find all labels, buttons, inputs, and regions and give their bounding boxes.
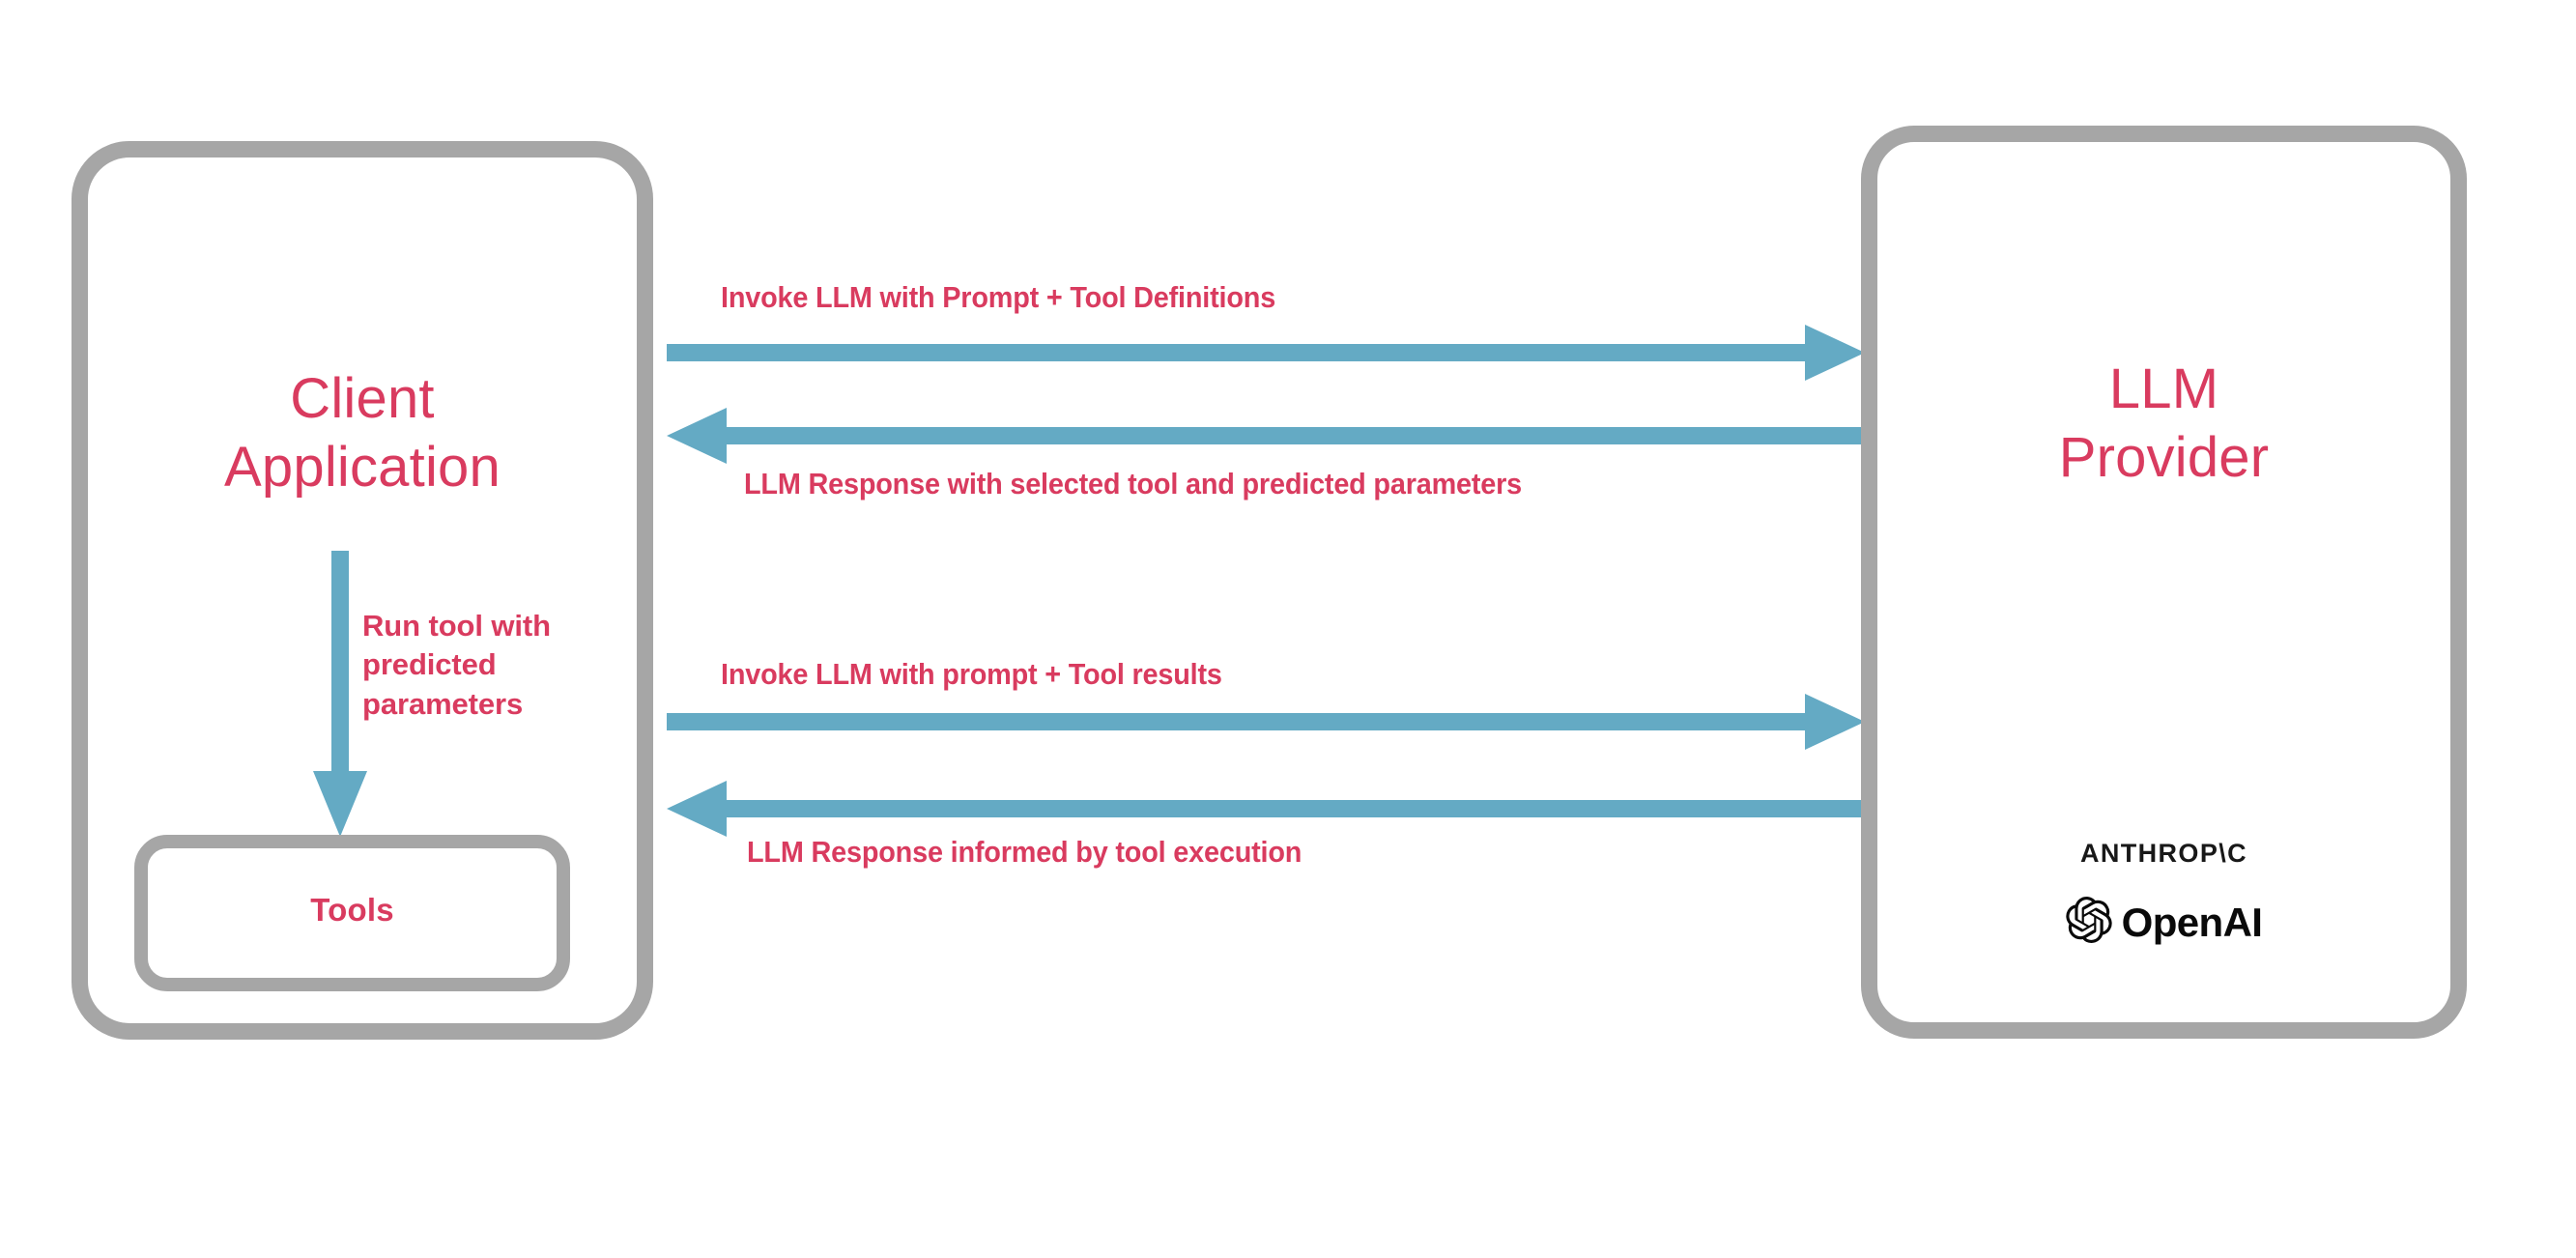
flow-arrow-invoke-with-tool-definitions — [667, 319, 1865, 386]
llm-provider-box — [1861, 126, 2467, 1039]
flow-label-invoke-with-tool-results: Invoke LLM with prompt + Tool results — [721, 657, 1222, 691]
openai-wordmark-text: OpenAI — [2121, 899, 2263, 945]
openai-logo: OpenAI — [1861, 897, 2467, 948]
flow-arrow-llm-response-tool-execution — [667, 775, 1865, 843]
llm-provider-label: LLM Provider — [2058, 357, 2270, 489]
flow-label-invoke-with-tool-definitions: Invoke LLM with Prompt + Tool Definition… — [721, 280, 1276, 314]
client-application-label: Client Application — [224, 367, 501, 499]
flow-arrow-llm-response-selected-tool — [667, 402, 1865, 470]
tools-box — [134, 835, 570, 991]
flow-arrow-invoke-with-tool-results — [667, 688, 1865, 756]
flow-label-llm-response-tool-execution: LLM Response informed by tool execution — [747, 835, 1302, 869]
run-tool-arrow — [301, 551, 379, 841]
tools-label: Tools — [310, 892, 394, 928]
run-tool-arrow-label: Run tool with predicted parameters — [362, 609, 551, 721]
flow-label-llm-response-selected-tool: LLM Response with selected tool and pred… — [744, 467, 1523, 500]
openai-knot-icon — [2065, 897, 2112, 948]
anthropic-logo: ANTHROP\C — [2079, 839, 2248, 868]
